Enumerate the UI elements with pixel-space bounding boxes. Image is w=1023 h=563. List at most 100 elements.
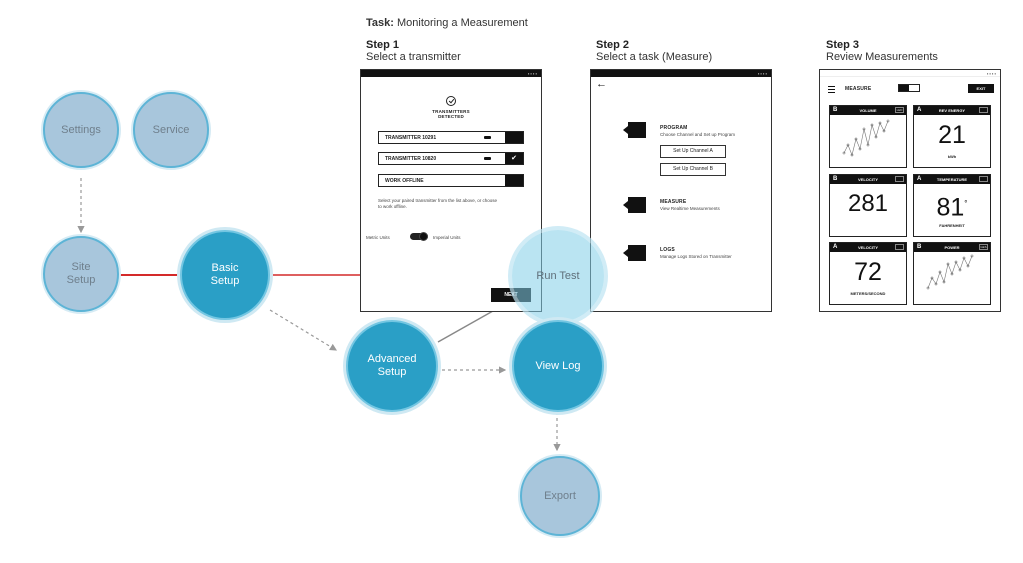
tile-value: 21	[914, 120, 990, 150]
sparkline-point	[926, 286, 930, 290]
sparkline-point	[842, 151, 846, 155]
transmitters-heading-line1: TRANSMITTERS	[432, 109, 470, 114]
sparkline-point	[882, 129, 886, 133]
tile-name: REV ENERGY	[938, 108, 966, 113]
program-desc: Choose Channel and Set up Program	[660, 132, 736, 137]
battery-icon	[484, 157, 491, 160]
tile-header: B POWER GES	[914, 243, 990, 252]
transmitter-row-label: TRANSMITTER 10820	[385, 156, 437, 162]
sparkline-point	[938, 270, 942, 274]
logs-title[interactable]: LOGS	[660, 247, 675, 253]
sparkline-point	[942, 280, 946, 284]
checkmark-icon: ✔	[505, 153, 523, 164]
select-box	[505, 175, 523, 186]
tile-settings-icon[interactable]: GES	[979, 244, 988, 250]
sparkline-point	[966, 264, 970, 268]
node-export[interactable]: Export	[520, 456, 600, 536]
tile-name: VOLUME	[859, 108, 877, 113]
units-toggle[interactable]	[410, 232, 428, 241]
setup-channel-b-button[interactable]: Set Up Channel B	[660, 163, 726, 176]
gauge-icon	[623, 197, 646, 213]
step2-number: Step 2	[596, 39, 630, 51]
node-service-label: Service	[152, 123, 190, 136]
sparkline-chart	[842, 119, 890, 157]
node-site-setup[interactable]: Site Setup	[43, 236, 119, 312]
transmitter-row[interactable]: TRANSMITTER 10820 ✔	[378, 152, 524, 165]
step3-heading: Step 3 Review Measurements	[826, 39, 938, 63]
node-settings[interactable]: Settings	[43, 92, 119, 168]
tile-settings-icon[interactable]	[979, 107, 988, 113]
step2-heading: Step 2 Select a task (Measure)	[596, 39, 712, 63]
step3-number: Step 3	[826, 39, 860, 51]
step1-description: Select a transmitter	[366, 51, 461, 63]
measure-screen-title: MEASURE	[845, 86, 872, 92]
node-view-log-label: View Log	[535, 359, 581, 372]
transmitters-heading: TRANSMITTERS DETECTED	[361, 109, 541, 119]
tile-settings-icon[interactable]: LED	[895, 107, 904, 113]
tile-unit: FAHRENHEIT	[939, 223, 965, 228]
setup-channel-a-button[interactable]: Set Up Channel A	[660, 145, 726, 158]
node-service[interactable]: Service	[133, 92, 209, 168]
tile-value: 281	[830, 189, 906, 219]
sparkline-point	[854, 137, 858, 141]
task-label: Task:	[366, 17, 394, 29]
tile-channel: B	[917, 244, 922, 250]
selection-hint-line2: to work offline.	[378, 204, 407, 209]
sparkline-line	[843, 120, 889, 156]
node-run-test[interactable]: Run Test	[512, 230, 604, 322]
sparkline-point	[958, 268, 962, 272]
tile-settings-icon[interactable]	[895, 176, 904, 182]
exit-button[interactable]: EXIT	[968, 84, 994, 93]
tile-name: VELOCITY	[857, 245, 878, 250]
node-basic-setup[interactable]: Basic Setup	[180, 230, 270, 320]
select-box	[505, 132, 523, 143]
view-toggle[interactable]	[898, 84, 920, 92]
connector-basic-advanced	[269, 309, 338, 351]
logs-desc: Manage Logs Stored on Transmitter	[660, 254, 732, 259]
sparkline-point	[846, 143, 850, 147]
status-bar: ▪ ▪ ▪ ▪	[361, 70, 541, 77]
tile-value-number: 81	[936, 193, 965, 222]
sparkline-point	[950, 272, 954, 276]
node-site-setup-line2: Setup	[66, 274, 96, 286]
measurement-tile[interactable]: B POWER GES	[913, 242, 991, 305]
measure-title[interactable]: MEASURE	[660, 199, 687, 205]
transmitters-heading-line2: DETECTED	[438, 114, 464, 119]
sparkline-point	[874, 135, 878, 139]
work-offline-row[interactable]: WORK OFFLINE	[378, 174, 524, 187]
tile-name: POWER	[944, 245, 960, 250]
node-view-log[interactable]: View Log	[512, 320, 604, 412]
sparkline-point	[866, 143, 870, 147]
selection-hint-line1: Select your paired transmitter from the …	[378, 198, 498, 203]
tile-value: 72	[830, 257, 906, 287]
sparkline-chart	[926, 254, 974, 290]
node-advanced-setup[interactable]: Advanced Setup	[346, 320, 438, 412]
node-basic-setup-line2: Setup	[210, 275, 240, 287]
sparkline-line	[927, 255, 973, 289]
sparkline-point	[870, 123, 874, 127]
task-heading: Task: Monitoring a Measurement	[366, 17, 528, 29]
sparkline-point	[886, 119, 890, 123]
tile-settings-icon[interactable]	[979, 176, 988, 182]
degree-symbol: °	[964, 199, 968, 208]
tile-unit: kWh	[947, 154, 957, 159]
menu-icon[interactable]	[828, 86, 835, 93]
transmitter-row[interactable]: TRANSMITTER 10291	[378, 131, 524, 144]
node-site-setup-line1: Site	[71, 261, 91, 273]
sparkline-point	[878, 121, 882, 125]
node-settings-label: Settings	[61, 123, 101, 136]
tile-settings-icon[interactable]	[895, 244, 904, 250]
measure-desc: View Realtime Measurements	[660, 206, 720, 211]
back-arrow-icon[interactable]: ←	[596, 78, 607, 90]
